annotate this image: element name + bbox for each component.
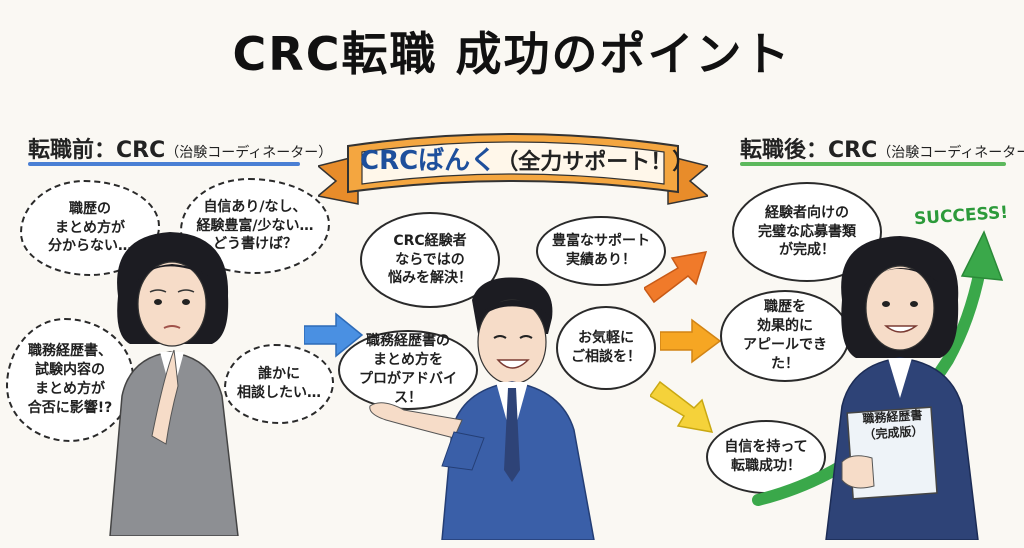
advisor-bubble-2: 豊富なサポート 実績あり！ — [536, 216, 666, 286]
worry-bubble-3: 職務経歴書、 試験内容の まとめ方が 合否に影響!? — [6, 318, 134, 442]
banner-title: CRCばんく（全力サポート！） — [360, 146, 695, 176]
orange-arrow-icon — [644, 251, 708, 304]
amber-arrow-icon — [660, 318, 722, 364]
advisor-bubble-4: お気軽に ご相談を！ — [556, 306, 656, 390]
advisor-man-illustration — [369, 277, 595, 540]
before-underline — [28, 162, 300, 166]
yellow-arrow-icon — [650, 380, 714, 433]
before-label: 転職前：CRC（治験コーディネーター） — [28, 138, 333, 163]
after-label: 転職後：CRC（治験コーディネーター） — [740, 138, 1024, 163]
result-bubble-2: 職歴を 効果的に アピールできた！ — [720, 290, 850, 382]
worried-woman-illustration — [109, 232, 239, 536]
worry-bubble-2: 自信あり/なし、 経験豊富/少ない… どう書けば？ — [180, 178, 330, 274]
worry-bubble-4: 誰かに 相談したい… — [224, 344, 334, 424]
confident-woman-illustration — [825, 236, 979, 540]
after-underline — [740, 162, 1006, 166]
ribbon-banner — [318, 133, 708, 205]
resume-document-label: 職務経歴書 （完成版） — [861, 407, 924, 442]
blue-arrow-icon — [304, 312, 364, 358]
page-title: CRC転職 成功のポイント — [232, 27, 792, 81]
result-bubble-1: 経験者向けの 完璧な応募書類 が完成！ — [732, 182, 882, 282]
advisor-bubble-3: 職務経歴書の まとめ方を プロがアドバイス！ — [338, 330, 478, 410]
